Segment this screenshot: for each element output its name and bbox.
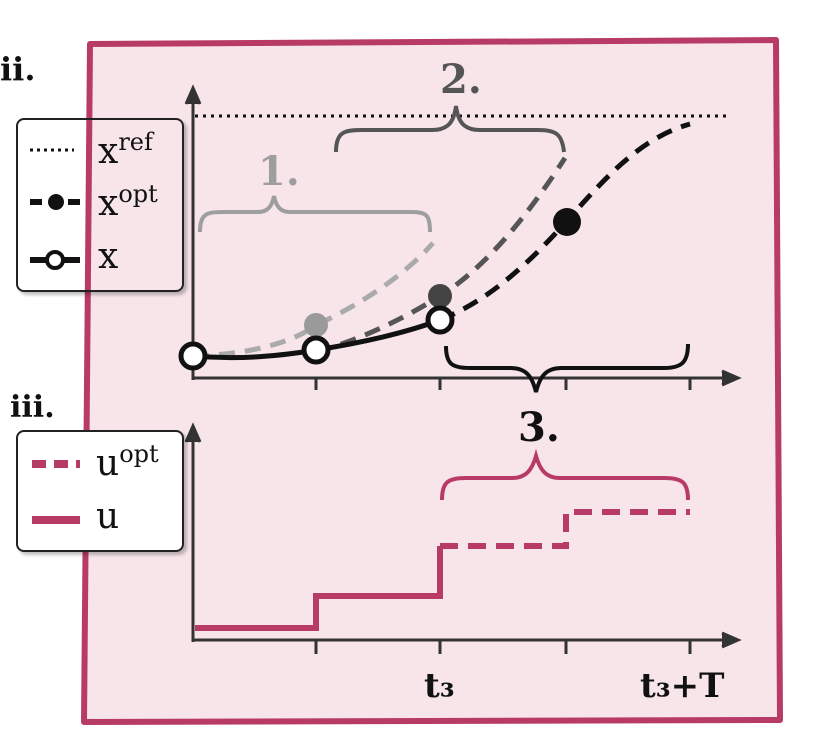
step2-point	[428, 284, 452, 308]
step3-brace	[444, 343, 690, 393]
annotation-step2: 2.	[440, 56, 482, 103]
step2-brace	[334, 105, 566, 153]
step1-brace	[198, 195, 432, 233]
x-point-1	[301, 335, 331, 365]
legend-xopt-sample	[30, 194, 80, 210]
input-legend: uopt u	[16, 430, 184, 552]
legend-uopt-label: uopt	[96, 440, 159, 484]
input-axes	[184, 422, 742, 654]
input-brace	[440, 448, 690, 501]
legend-xopt-label: xopt	[98, 180, 158, 224]
uopt-input	[440, 509, 690, 549]
annotation-step1: 1.	[258, 148, 300, 195]
legend-x-sample	[30, 250, 80, 270]
legend-x-label: x	[98, 236, 119, 277]
tick-label-t3: t₃	[424, 666, 455, 706]
x-point-2	[425, 305, 455, 335]
panel-frame	[81, 37, 783, 725]
state-legend: xref xopt x	[16, 118, 184, 292]
x-point-0	[178, 341, 208, 371]
legend-input-samples	[32, 460, 80, 524]
annotation-step3: 3.	[518, 404, 560, 451]
legend-u-label: u	[96, 496, 120, 537]
panel-label-ii: ii.	[0, 50, 36, 88]
xopt-point	[553, 208, 581, 236]
step1-point	[304, 313, 328, 337]
state-axes	[184, 84, 742, 390]
panel-label-iii: iii.	[10, 390, 55, 425]
legend-xref-label: xref	[98, 128, 153, 172]
u-input	[195, 546, 443, 631]
tick-label-t3-plus-T: t₃+T	[640, 666, 725, 706]
